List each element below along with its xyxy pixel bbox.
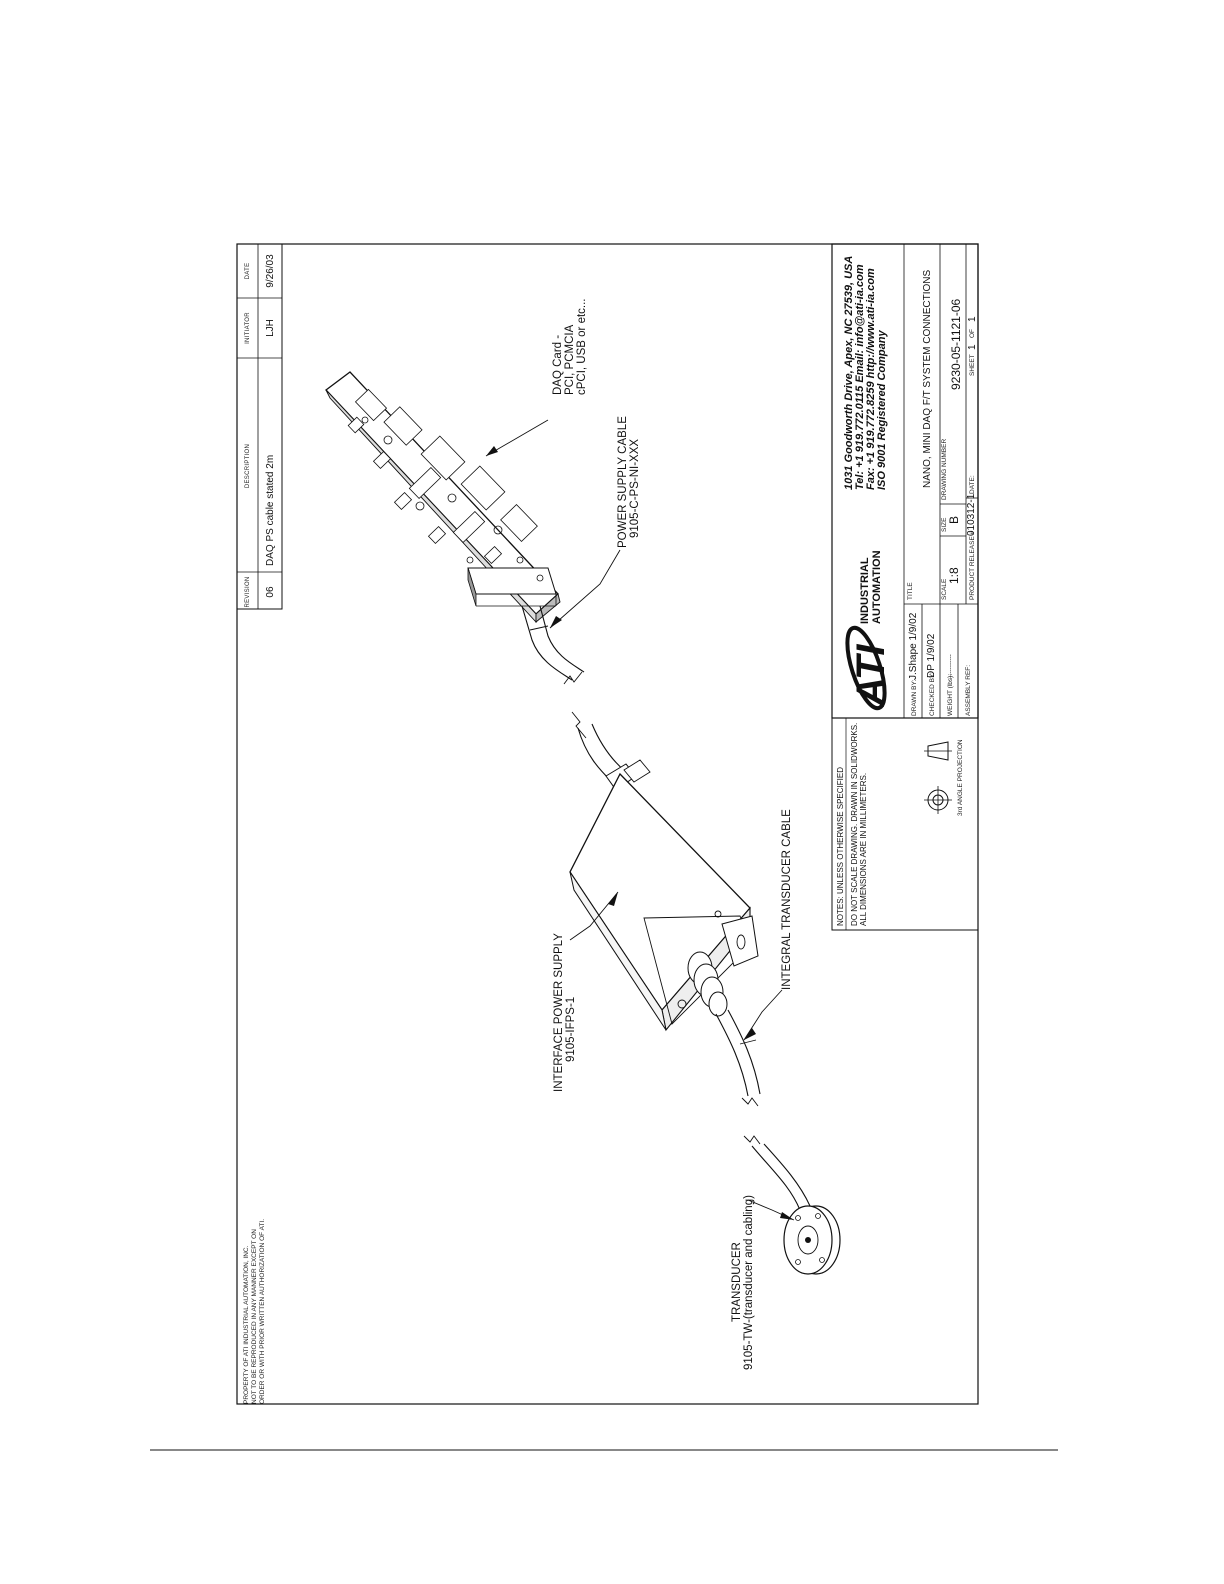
company-line-3: Fax: +1 919.772.8259 http://www.ati-ia.c… — [865, 268, 877, 490]
notes-line-1: NOTES: UNLESS OTHERWISE SPECIFIED — [836, 767, 845, 926]
daq-card-line-2: PCI, PCMCIA — [564, 324, 576, 395]
property-line-1: PROPERTY OF ATI INDUSTRIAL AUTOMATION, I… — [243, 1245, 250, 1404]
interface-ps-line-2: 9105-IFPS-1 — [565, 997, 577, 1062]
sheet-total-value: 1 — [967, 316, 978, 322]
transducer-line-1: TRANSDUCER — [731, 1242, 743, 1322]
interface-power-supply-illustration — [569, 711, 761, 1107]
drawn-by-value: J.Shape 1/9/02 — [908, 612, 919, 680]
revision-value: 06 — [265, 586, 276, 598]
assembly-ref-label: ASSEMBLY REF: — [965, 665, 972, 716]
integral-transducer-cable-callout: INTEGRAL TRANSDUCER CABLE — [781, 809, 793, 990]
logo-line-2: AUTOMATION — [871, 550, 883, 624]
logo-line-1: INDUSTRIAL — [859, 557, 871, 624]
date-header: DATE — [245, 263, 251, 280]
power-cable-line-1: POWER SUPPLY CABLE — [617, 416, 629, 548]
product-release-value: 010312-1 — [966, 493, 977, 536]
notes-block: NOTES: UNLESS OTHERWISE SPECIFIED DO NOT… — [831, 717, 979, 931]
power-supply-cable-callout: POWER SUPPLY CABLE 9105-C-PS-NI-XXX — [617, 416, 641, 548]
checked-by-label: CHECKED BY: — [929, 672, 936, 716]
description-value: DAQ PS cable stated 2m — [265, 455, 276, 566]
weight-label: WEIGHT (lbs): — [947, 674, 954, 716]
interface-ps-line-1: INTERFACE POWER SUPPLY — [553, 933, 565, 1092]
property-line-3: ORDER OR WITH PRIOR WRITTEN AUTHORIZATIO… — [259, 1219, 266, 1404]
company-line-2: Tel: +1 919.772.0115 Email: info@ati-ia.… — [854, 264, 866, 490]
interface-power-supply-callout: INTERFACE POWER SUPPLY 9105-IFPS-1 — [553, 933, 577, 1092]
company-line-4: ISO 9001 Registered Company — [876, 330, 888, 490]
logo-main: ATI — [849, 644, 893, 707]
initiator-header: INITIATOR — [245, 312, 251, 344]
ati-logo: ATI INDUSTRIAL AUTOMATION — [845, 550, 893, 711]
daq-card-callout: DAQ Card - PCI, PCMCIA cPCI, USB or etc.… — [552, 299, 588, 396]
property-line-2: NOT TO BE REPRODUCED IN ANY MANNER EXCEP… — [251, 1229, 258, 1404]
sheet-value: 1 — [967, 344, 978, 350]
sheet-label: SHEET — [969, 354, 976, 376]
company-line-1: 1031 Goodworth Drive, Apex, NC 27539, US… — [843, 256, 855, 490]
projection-symbol — [924, 741, 952, 814]
notes-line-2: DO NOT SCALE DRAWING. DRAWN IN SOLIDWORK… — [850, 723, 859, 926]
product-release-label: PRODUCT RELEASE # — [969, 530, 976, 600]
date-value: 9/26/03 — [265, 254, 276, 288]
daq-card-line-3: cPCI, USB or etc... — [576, 299, 588, 396]
title-label: TITLE — [907, 582, 914, 600]
company-info: 1031 Goodworth Drive, Apex, NC 27539, US… — [843, 256, 888, 490]
daq-card-illustration — [325, 371, 585, 685]
transducer-illustration — [743, 1135, 841, 1275]
projection-label: 3rd ANGLE PROJECTION — [957, 739, 964, 816]
initiator-value: LJH — [265, 319, 276, 337]
scale-label: SCALE — [941, 578, 948, 600]
size-label: SIZE — [941, 517, 948, 532]
size-value: B — [947, 516, 961, 524]
integral-cable-leader — [743, 989, 783, 1041]
notes-line-3: ALL DIMENSIONS ARE IN MILLIMETERS. — [859, 773, 868, 926]
revision-block: REVISION DESCRIPTION INITIATOR DATE 06 D… — [236, 243, 283, 610]
power-cable-leader — [549, 549, 621, 629]
description-header: DESCRIPTION — [245, 444, 251, 488]
weight-value: ----------- — [947, 654, 954, 678]
scale-value: 1:8 — [947, 567, 961, 584]
revision-header: REVISION — [245, 576, 251, 607]
checked-by-value: DP 1/9/02 — [926, 633, 937, 678]
property-notice: PROPERTY OF ATI INDUSTRIAL AUTOMATION, I… — [243, 1219, 266, 1404]
drawing-number-label: DRAWING NUMBER — [941, 439, 948, 500]
drawing-number-value: 9230-05-1121-06 — [949, 298, 963, 390]
transducer-callout: TRANSDUCER 9105-TW-(transducer and cabli… — [731, 1195, 755, 1370]
power-cable-line-2: 9105-C-PS-NI-XXX — [629, 439, 641, 538]
drawn-by-label: DRAWN BY: — [911, 680, 918, 716]
integral-cable-label: INTEGRAL TRANSDUCER CABLE — [781, 809, 793, 990]
drawing-title: NANO, MINI DAQ F/T SYSTEM CONNECTIONS — [922, 270, 933, 488]
daq-card-line-1: DAQ Card - — [552, 335, 564, 395]
title-block: DRAWN BY: J.Shape 1/9/02 CHECKED BY: DP … — [831, 243, 979, 719]
of-label: OF — [969, 329, 976, 338]
date-label: DATE: — [969, 475, 976, 494]
transducer-line-2: 9105-TW-(transducer and cabling) — [743, 1195, 755, 1370]
